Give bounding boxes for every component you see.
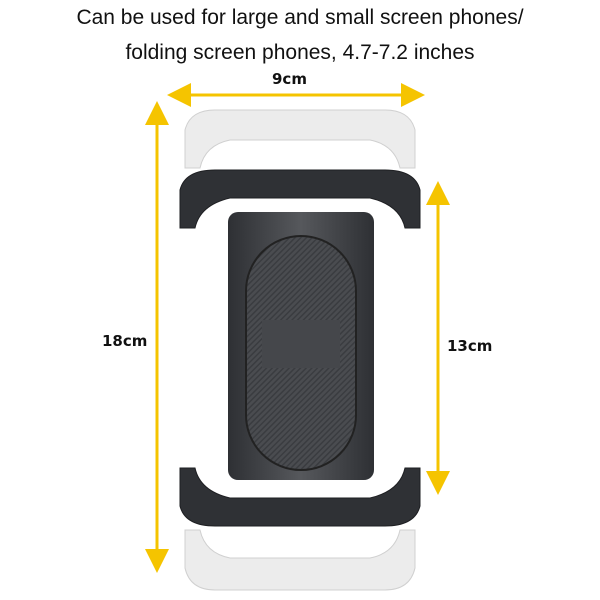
slider-band bbox=[262, 320, 340, 368]
extended-height-label: 18cm bbox=[102, 332, 148, 350]
closed-height-label: 13cm bbox=[447, 337, 493, 355]
top-clip bbox=[179, 169, 421, 229]
caption-line-1: Can be used for large and small screen p… bbox=[76, 6, 524, 29]
extended-top-clip bbox=[184, 109, 416, 169]
width-label: 9cm bbox=[272, 70, 307, 88]
caption-line-2: folding screen phones, 4.7-7.2 inches bbox=[125, 41, 475, 64]
bottom-clip bbox=[179, 467, 421, 527]
extended-bottom-clip bbox=[184, 529, 416, 591]
